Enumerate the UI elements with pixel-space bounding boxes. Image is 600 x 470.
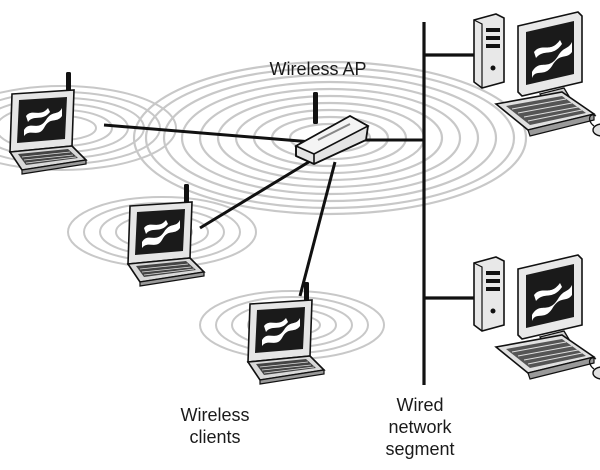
wired-network-segment [422,22,476,385]
wired-segment-label-line1: Wired [396,395,444,415]
laptop-icon [9,71,87,175]
access-point-label-text: Wireless AP [269,59,367,79]
access-point-label: Wireless AP [258,58,378,80]
desktop-computer-icon [473,254,600,380]
wired-segment-label: Wired network segment [370,394,470,460]
wireless-clients-label-line1: Wireless [180,405,250,425]
wireless-clients-label: Wireless clients [160,404,270,448]
wireless-clients-label-line2: clients [189,427,241,447]
wireless-router-icon [294,92,370,165]
wired-segment-label-line2: network [388,417,452,437]
wired-segment-label-line3: segment [385,439,455,459]
desktop-computer-icon [473,11,600,137]
